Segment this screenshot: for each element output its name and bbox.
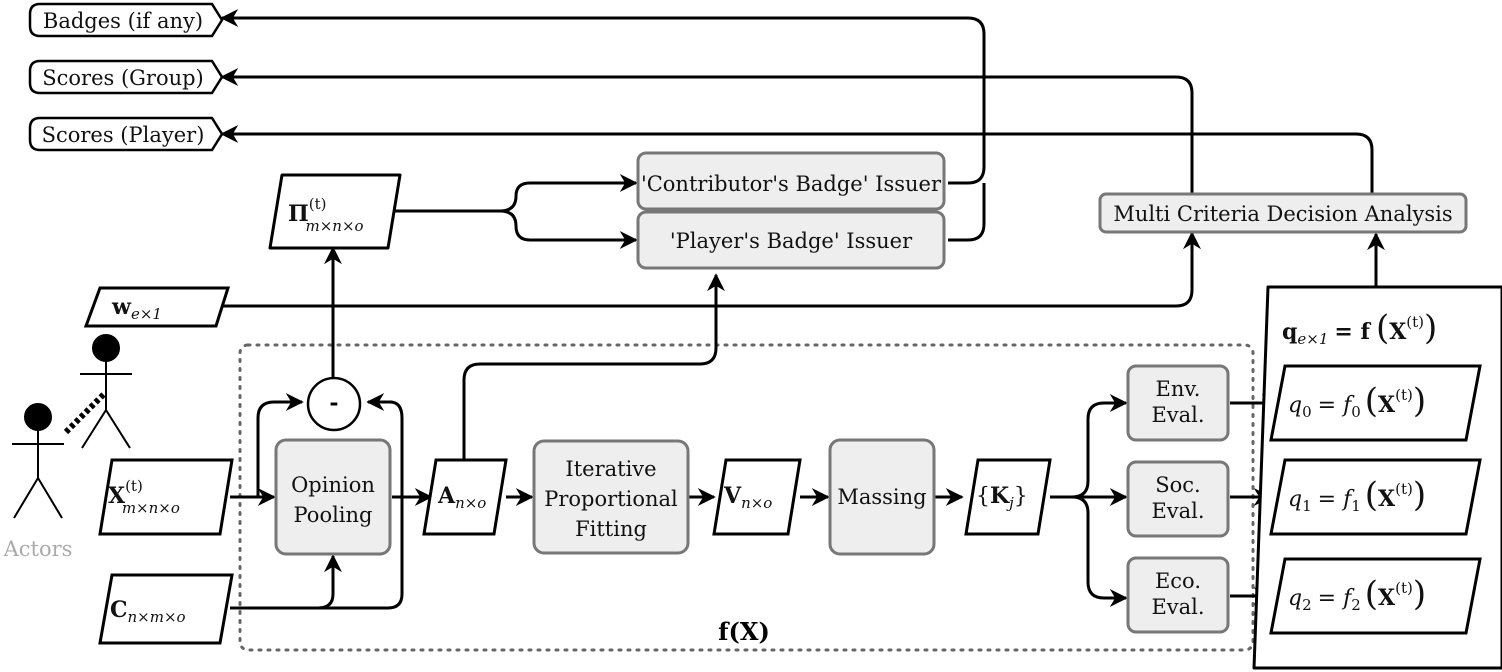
svg-text:{Kj}: {Kj}: [976, 483, 1028, 512]
svg-text:Soc.Eval.: Soc.Eval.: [1151, 473, 1204, 523]
eco-eval-box: Eco.Eval.: [1126, 556, 1230, 634]
q2-node: q2= f2(X(t)): [1269, 557, 1482, 635]
mcda-label: Multi Criteria Decision Analysis: [1113, 202, 1452, 226]
q-panel: qe×1= f(X(t)) q0= f0(X(t)) q1= f1(X(t)) …: [1252, 285, 1502, 670]
actor-front-icon: [12, 403, 64, 519]
output-scores-player-label: Scores (Player): [42, 123, 205, 147]
pi-input: Π(t)m×n×o: [268, 173, 402, 250]
actors: Actors: [3, 334, 132, 561]
svg-text:Vn×o: Vn×o: [723, 483, 772, 512]
connections: [215, 9, 1385, 610]
w-input: we×1: [83, 286, 231, 328]
output-scores-group: Scores (Group): [28, 59, 224, 95]
actor-link: [63, 391, 107, 435]
svg-text:An×o: An×o: [437, 483, 486, 512]
svg-text:we×1: we×1: [111, 294, 162, 323]
output-scores-player: Scores (Player): [28, 116, 224, 152]
output-scores-group-label: Scores (Group): [42, 66, 204, 90]
svg-text:-: -: [329, 390, 338, 416]
svg-text:X(t)m×n×o: X(t)m×n×o: [108, 477, 180, 517]
q-header: qe×1= f(X(t)): [1282, 308, 1437, 348]
c-input: Cn×m×o: [98, 573, 234, 645]
difference-node: -: [306, 376, 362, 432]
env-eval-box: Env.Eval.: [1126, 364, 1230, 442]
output-badges: Badges (if any): [28, 2, 224, 38]
f-label: f(X): [718, 617, 770, 646]
x-input: X(t)m×n×o: [98, 458, 234, 536]
v-node: Vn×o: [712, 458, 802, 536]
player-issuer-label: 'Player's Badge' Issuer: [670, 229, 913, 253]
q1-node: q1= f1(X(t)): [1269, 458, 1482, 536]
svg-text:Cn×m×o: Cn×m×o: [110, 597, 186, 626]
k-node: {Kj}: [964, 458, 1052, 536]
player-badge-issuer: 'Player's Badge' Issuer: [636, 210, 946, 270]
svg-text:q1= f1(X(t)): q1= f1(X(t)): [1288, 475, 1426, 515]
contributor-issuer-label: 'Contributor's Badge' Issuer: [641, 172, 942, 196]
q0-node: q0= f0(X(t)): [1269, 364, 1482, 442]
actor-back-icon: [80, 334, 132, 449]
svg-text:Massing: Massing: [837, 485, 926, 509]
soc-eval-box: Soc.Eval.: [1126, 460, 1230, 538]
svg-text:Π(t)m×n×o: Π(t)m×n×o: [288, 195, 364, 235]
actors-label: Actors: [3, 537, 73, 561]
mcda-box: Multi Criteria Decision Analysis: [1098, 192, 1468, 234]
svg-text:Env.Eval.: Env.Eval.: [1151, 377, 1204, 427]
a-node: An×o: [422, 458, 508, 536]
massing-box: Massing: [828, 438, 936, 556]
svg-text:q2= f2(X(t)): q2= f2(X(t)): [1288, 574, 1426, 614]
svg-text:Eco.Eval.: Eco.Eval.: [1151, 569, 1204, 619]
svg-text:q0= f0(X(t)): q0= f0(X(t)): [1288, 381, 1426, 421]
output-badges-label: Badges (if any): [43, 9, 203, 33]
contributor-badge-issuer: 'Contributor's Badge' Issuer: [636, 151, 946, 211]
